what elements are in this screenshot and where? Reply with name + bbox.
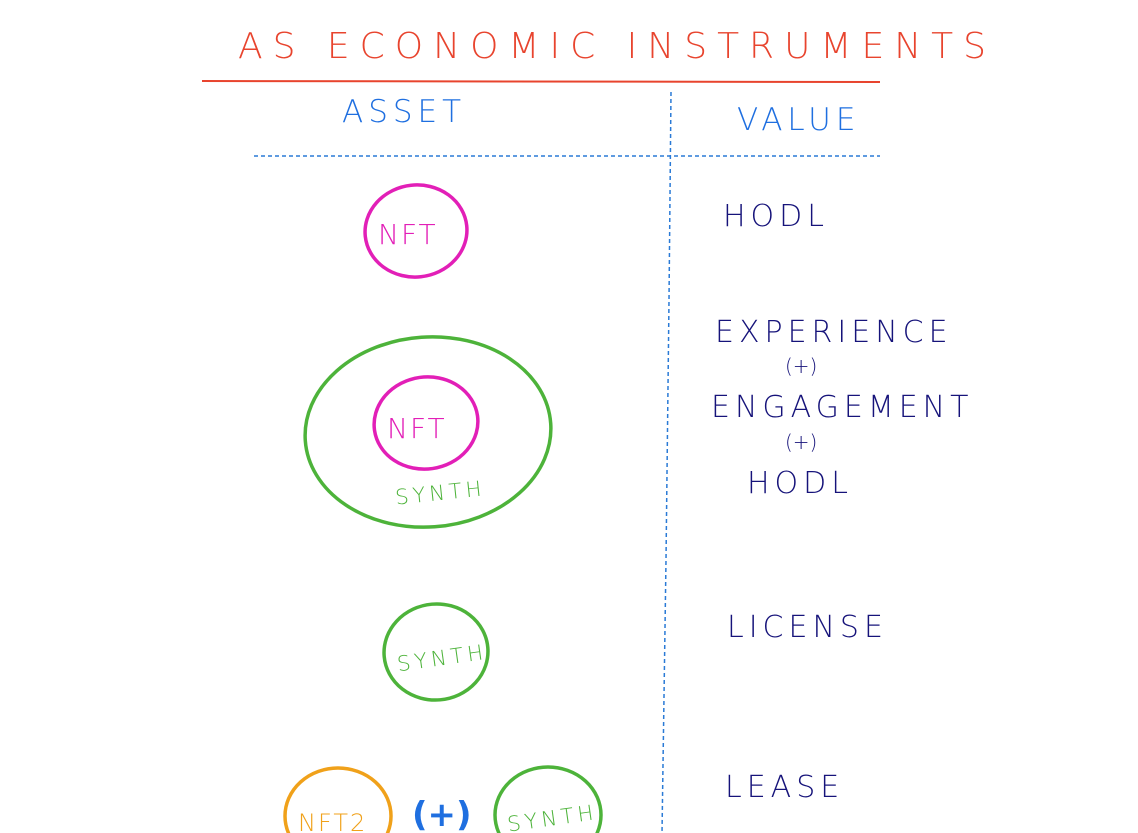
row2-nft-circle	[372, 375, 480, 471]
row4-nft2-label: NFT2	[298, 809, 367, 833]
row2-value-line-4: (+)	[785, 430, 817, 454]
row1-nft-label: NFT	[378, 218, 438, 251]
column-header-asset: ASSET	[342, 94, 466, 130]
row2-value-line-1: EXPERIENCE	[715, 315, 953, 350]
row3-synth-label: SYNTH	[396, 640, 489, 676]
row2-value-line-5: HODL	[747, 466, 853, 501]
row2-synth-circle	[303, 335, 553, 529]
row2-nft-label: NFT	[387, 412, 447, 445]
row4-synth-circle	[493, 765, 603, 833]
row1-nft-circle	[363, 183, 469, 279]
diagram-title: AS ECONOMIC INSTRUMENTS	[238, 26, 996, 67]
column-divider-line	[661, 91, 672, 833]
row1-value-line-1: HODL	[723, 199, 829, 234]
row2-value-line-2: (+)	[785, 354, 817, 378]
row3-synth-circle	[382, 602, 490, 702]
row4-nft2-circle	[283, 766, 393, 833]
row3-value-line-1: LICENSE	[727, 610, 888, 645]
row2-value-line-3: ENGAGEMENT	[711, 390, 973, 425]
row4-synth-label: SYNTH	[506, 800, 599, 833]
column-header-value: VALUE	[737, 102, 860, 138]
title-underline	[201, 80, 881, 83]
row4-plus-operator: (+)	[412, 795, 472, 833]
row4-value-line-1: LEASE	[725, 770, 844, 805]
row2-synth-label: SYNTH	[394, 476, 487, 509]
